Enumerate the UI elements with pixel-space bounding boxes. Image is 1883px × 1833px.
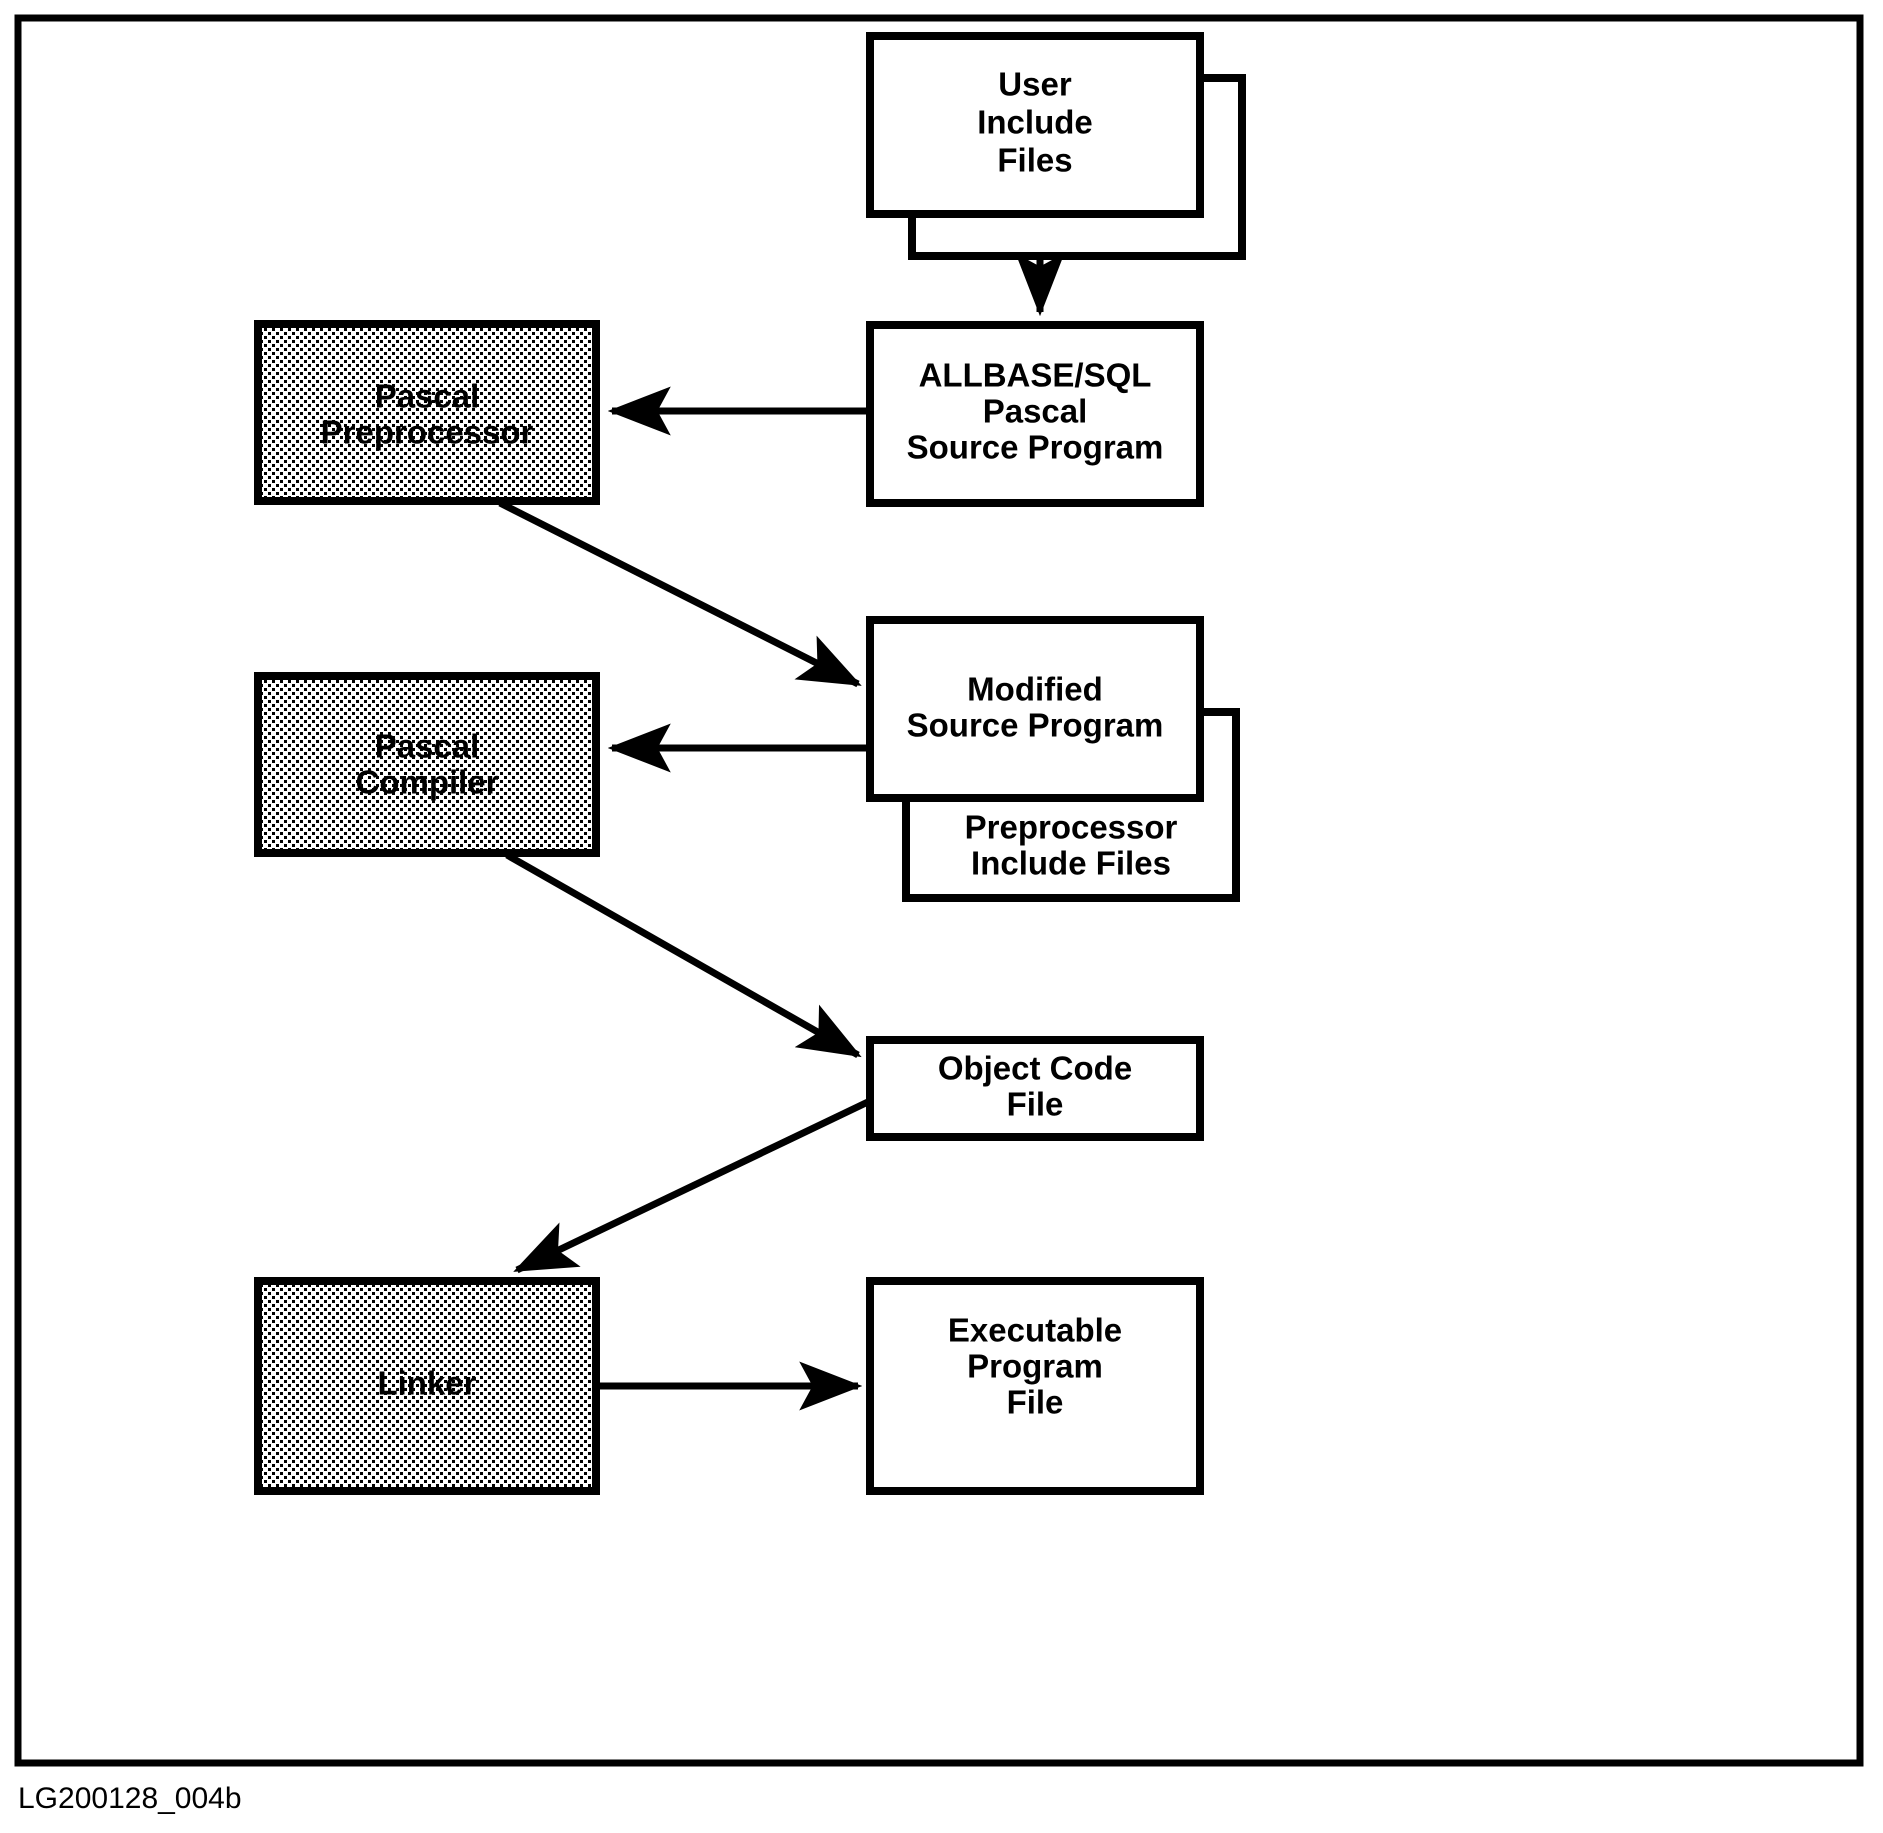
node-modified-source-program: Modified Source Program	[866, 616, 1204, 802]
edge-preprocessor-to-modified-arrow	[498, 499, 862, 688]
pascal-compiler-box	[254, 672, 600, 857]
pascal-compiler-label-line-1: Pascal	[375, 728, 480, 765]
pascal-preprocessor-label-line-1: Pascal	[375, 378, 480, 415]
object-code-file-box	[866, 1036, 1204, 1141]
linker-label: Linker	[377, 1365, 476, 1402]
executable-program-file-label-line-1: Executable	[948, 1312, 1122, 1349]
edge-compiler-to-object-arrow	[505, 851, 862, 1059]
executable-program-file-label-line-2: Program	[967, 1348, 1103, 1385]
pascal-compiler-label-line-2: Compiler	[355, 764, 498, 801]
pascal-preprocessor-box	[254, 320, 600, 505]
user-include-files-label-line-3: Files	[997, 142, 1072, 179]
figure-caption: LG200128_004b	[18, 1782, 242, 1815]
modified-source-program-label-line-1: Modified	[967, 671, 1103, 708]
edge-object-to-linker-arrow	[513, 1096, 874, 1274]
executable-program-file-label-line-3: File	[1007, 1384, 1064, 1421]
allbase-source-label-line-1: ALLBASE/SQL	[919, 357, 1152, 394]
node-user-include-files: User Include Files	[866, 32, 1246, 260]
allbase-source-box	[866, 321, 1204, 507]
pascal-preprocessor-label-line-2: Preprocessor	[321, 414, 534, 451]
user-include-files-label-line-1: User	[998, 66, 1072, 103]
allbase-source-label-line-3: Source Program	[907, 429, 1164, 466]
linker-box	[254, 1277, 600, 1495]
preprocessor-include-files-label-line-1: Preprocessor	[965, 809, 1178, 846]
allbase-source-label-line-2: Pascal	[983, 393, 1088, 430]
object-code-file-label-line-2: File	[1007, 1086, 1064, 1123]
user-include-files-front-sheet	[866, 32, 1204, 218]
user-include-files-label-line-2: Include	[977, 104, 1093, 141]
node-executable-program-file: Executable Program File	[866, 1277, 1204, 1495]
node-allbase-sql-pascal-source-program: ALLBASE/SQL Pascal Source Program	[866, 321, 1204, 507]
node-pascal-compiler: Pascal Compiler	[254, 672, 600, 857]
preprocessor-include-files-label-line-2: Include Files	[971, 845, 1171, 882]
node-object-code-file: Object Code File	[866, 1036, 1204, 1141]
node-linker: Linker	[254, 1277, 600, 1495]
executable-program-file-box	[866, 1277, 1204, 1495]
node-pascal-preprocessor: Pascal Preprocessor	[254, 320, 600, 505]
modified-source-program-box	[866, 616, 1204, 802]
modified-source-program-label-line-2: Source Program	[907, 707, 1164, 744]
object-code-file-label-line-1: Object Code	[938, 1050, 1132, 1087]
figure-frame	[14, 14, 1864, 1767]
